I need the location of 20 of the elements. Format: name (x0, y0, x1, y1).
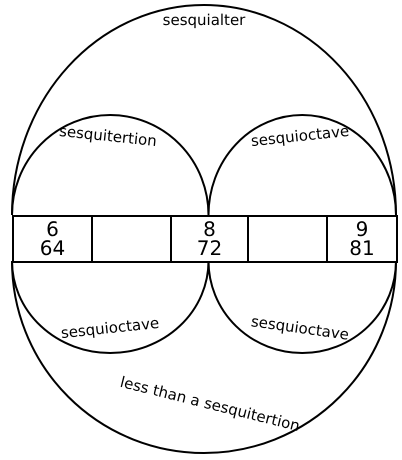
arc-line (208, 114, 397, 216)
arc-line (208, 260, 397, 354)
ratio-number: 72 (196, 239, 222, 258)
table-cell (247, 215, 328, 263)
table-cell (12, 215, 93, 263)
edge-label: sesquioctave (250, 122, 350, 150)
edge-label: sesquitertion (58, 122, 158, 150)
ratio-number: 8 (203, 220, 216, 239)
edge-label: sesquialter (162, 11, 246, 29)
edge-label: sesquioctave (250, 312, 350, 344)
arc-line (11, 114, 210, 216)
arc-line (11, 260, 397, 454)
table-cell (170, 215, 249, 263)
table-cell (91, 215, 172, 263)
ratio-number: 81 (349, 239, 375, 258)
ratio-number: 64 (40, 239, 66, 258)
table-cell (326, 215, 398, 263)
ratio-number: 6 (46, 220, 59, 239)
edge-label: sesquioctave (60, 314, 160, 342)
ratio-number: 9 (356, 220, 368, 239)
